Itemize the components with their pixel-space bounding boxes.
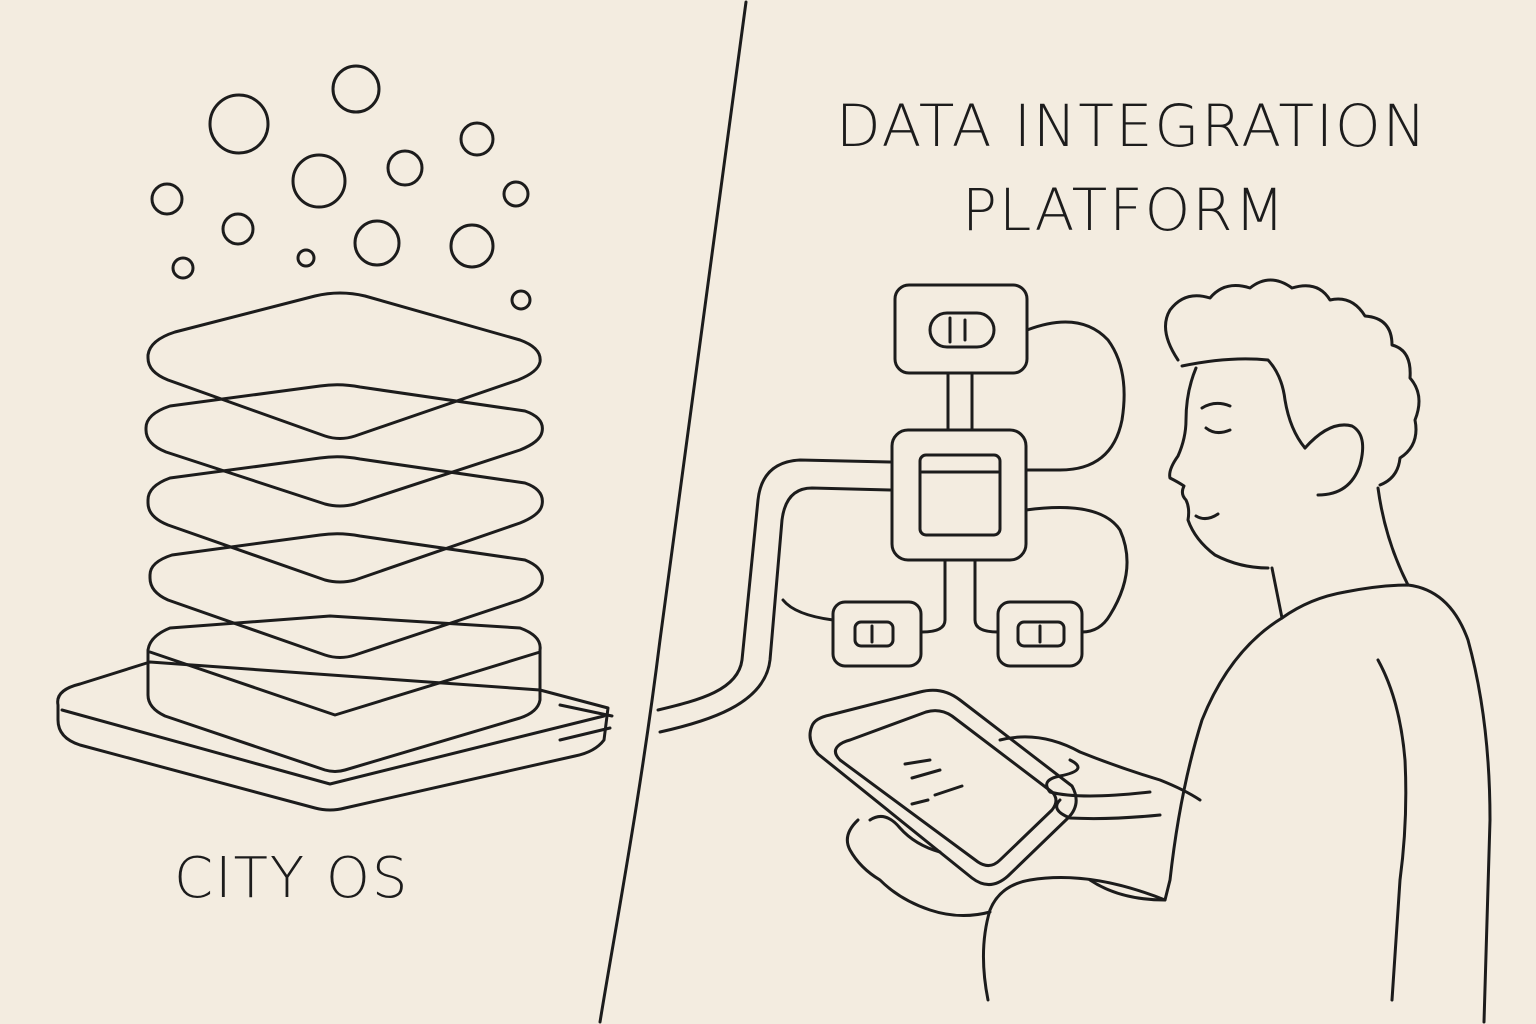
module-link <box>920 558 947 634</box>
person-arm <box>1088 616 1284 902</box>
stacked-layers-icon <box>56 291 610 812</box>
bubble <box>510 289 532 311</box>
tablet-icon <box>808 688 1078 886</box>
cable-line <box>558 726 612 742</box>
cable-line <box>656 458 892 712</box>
person-hand <box>845 814 992 917</box>
screen-sketch <box>903 758 932 766</box>
bubble <box>291 153 347 209</box>
bubble <box>150 182 184 216</box>
person-neck <box>1376 486 1410 587</box>
module-bottom-right-switch <box>1016 620 1066 648</box>
bubble <box>459 121 495 157</box>
module-center-screen <box>918 453 1002 537</box>
screen-sketch <box>910 798 930 806</box>
bubble <box>331 64 381 114</box>
module-link <box>1024 506 1129 634</box>
bubble <box>296 248 316 268</box>
screen-sketch <box>910 768 942 780</box>
person-ear <box>1303 423 1365 497</box>
person-forearm <box>982 876 1167 1002</box>
data-bubbles <box>150 64 532 311</box>
person-face <box>1168 366 1270 570</box>
person-hand <box>998 735 1202 821</box>
divider-line <box>598 0 748 1024</box>
bubble <box>386 149 424 187</box>
person-eye <box>1204 426 1232 435</box>
layer <box>146 455 544 584</box>
layer-block-top <box>148 650 542 717</box>
bubble <box>502 180 530 208</box>
layer-block <box>146 614 542 773</box>
module-bottom-left-switch <box>853 620 895 648</box>
module-bottom-right <box>996 600 1084 668</box>
cable-line <box>558 703 614 718</box>
bubble <box>208 93 270 155</box>
module-top <box>893 283 1029 375</box>
layer <box>146 291 542 440</box>
bubble <box>353 219 401 267</box>
platform-title-line-2: PLATFORM <box>962 176 1287 244</box>
module-center <box>890 428 1028 562</box>
layer <box>144 383 544 508</box>
module-link <box>1024 320 1126 472</box>
tablet-frame <box>808 688 1078 886</box>
module-link <box>781 598 835 622</box>
person-body <box>1280 583 1492 1024</box>
bubble <box>221 212 255 246</box>
connected-modules-icon <box>781 283 1129 668</box>
layer <box>148 532 544 659</box>
base-plate <box>56 660 610 812</box>
person-arm-back <box>1376 658 1408 1002</box>
data-cable <box>558 458 892 742</box>
module-link <box>973 558 1000 634</box>
module-top-switch <box>928 311 996 349</box>
tablet-screen <box>833 709 1058 867</box>
platform-title-line-1: DATA INTEGRATION <box>836 92 1429 160</box>
person-neck <box>1270 566 1284 620</box>
bubble <box>449 223 495 269</box>
city-os-label: CITY OS <box>174 846 410 911</box>
screen-sketch <box>933 784 964 797</box>
person-hair-strand <box>1180 357 1307 450</box>
person-with-tablet-icon <box>808 278 1492 1024</box>
person-hair <box>1164 278 1421 487</box>
module-bottom-left <box>831 600 923 668</box>
bubble <box>171 256 195 280</box>
person-mouth <box>1194 512 1220 521</box>
cable-line <box>658 486 892 734</box>
base-plate-edge <box>60 708 606 786</box>
person-eyebrow <box>1200 401 1232 410</box>
